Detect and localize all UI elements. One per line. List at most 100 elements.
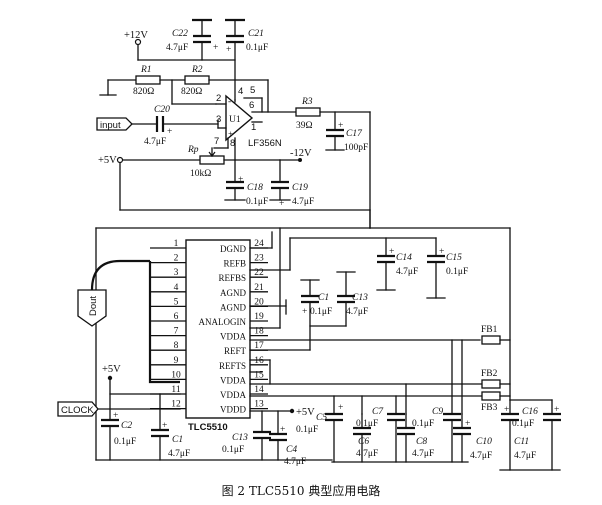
adc-right-pin-name: VDDD xyxy=(220,405,246,415)
adc-right-pin-name: ANALOGIN xyxy=(199,317,247,327)
adc-right-pin-number: 13 xyxy=(254,400,264,410)
c11-plus: + xyxy=(504,405,509,415)
rp-resistor xyxy=(199,155,225,165)
adc-right-pin-name: REFT xyxy=(224,346,247,356)
r1-name: R1 xyxy=(140,65,152,75)
plus12-terminal xyxy=(134,38,142,46)
c16-name: C16 xyxy=(522,407,538,417)
c7-name: C7 xyxy=(372,407,384,417)
adc-left-pin-number: 12 xyxy=(171,400,181,410)
analog-in-network: C1 0.1μF + C13 4.7μF xyxy=(249,227,368,351)
input-port[interactable] xyxy=(96,117,133,131)
c2-name: C2 xyxy=(121,421,132,431)
r1-value: 820Ω xyxy=(133,87,154,97)
r2-value: 820Ω xyxy=(181,87,202,97)
output-filter: R3 39Ω C17 100pF + xyxy=(95,97,371,461)
adc-body xyxy=(185,239,251,419)
c10-name: C10 xyxy=(476,437,492,447)
adc-right-pin-number: 24 xyxy=(254,239,264,249)
adc-right-pin-number: 18 xyxy=(254,327,264,337)
adc-right-pin-name: REFB xyxy=(223,259,246,269)
c5-name: C5 xyxy=(316,413,327,423)
c7-value: 0.1μF xyxy=(356,419,378,429)
adc-right-pin-name: REFTS xyxy=(219,361,246,371)
c10-value: 4.7μF xyxy=(470,451,492,461)
c1a-name: C1 xyxy=(318,293,329,303)
c5-value: 0.1μF xyxy=(296,425,318,435)
c1a-value: 0.1μF xyxy=(310,307,332,317)
input-label: input xyxy=(100,120,121,131)
c13b-value: 0.1μF xyxy=(222,445,244,455)
vddd-section: +5V C13 0.1μF C4 4.7μF + xyxy=(222,407,315,467)
c22-name: C22 xyxy=(172,29,188,39)
fb1-bead xyxy=(481,335,501,345)
adc-left-pin-number: 2 xyxy=(174,254,179,264)
adc-right-pin-number: 22 xyxy=(254,268,264,278)
ref-bottom-network: C14 4.7μF + C15 0.1μF + xyxy=(249,231,468,299)
u1-pin4: 8 xyxy=(230,138,235,149)
dout-bus-curve xyxy=(90,259,150,291)
c20-name: C20 xyxy=(154,105,170,115)
c2-value: 0.1μF xyxy=(114,437,136,447)
r3-resistor xyxy=(295,107,321,117)
adc-right-pin-name: VDDA xyxy=(220,332,246,342)
bottom-decoupling-caps: C5 0.1μF + C7 0.1μF C6 4.7μF C9 0.1μF C8… xyxy=(296,403,561,471)
adc-right-pin-number: 14 xyxy=(254,385,264,395)
left-supply: +5V C2 0.1μF + C1 4.7μF + xyxy=(95,364,333,461)
u1-pin5: 5 xyxy=(250,85,255,96)
u1-pin6: 6 xyxy=(249,100,254,111)
c17-value: 100pF xyxy=(344,143,368,153)
c18-plus: + xyxy=(238,175,243,185)
c4-plus: + xyxy=(280,425,285,435)
c20-value: 4.7μF xyxy=(144,137,166,147)
adc-part: TLC5510 xyxy=(188,422,228,433)
r1-resistor xyxy=(135,75,161,85)
fb1-label: FB1 xyxy=(481,325,498,335)
adc-right-pins: 24DGND23REFB22REFBS21AGND20AGND19ANALOGI… xyxy=(199,239,268,415)
dout-bus: Dout xyxy=(77,259,180,384)
adc-left-pin-number: 10 xyxy=(171,370,181,380)
fb3-bead xyxy=(481,391,501,401)
r2-resistor xyxy=(184,75,210,85)
adc-right-pin-name: DGND xyxy=(220,244,246,254)
c21-value: 0.1μF xyxy=(246,43,268,53)
c9-name: C9 xyxy=(432,407,443,417)
c15-value: 0.1μF xyxy=(446,267,468,277)
plus12-label: +12V xyxy=(124,30,148,41)
adc-left-pin-number: 7 xyxy=(174,327,179,337)
adc-right-pin-number: 23 xyxy=(254,254,264,264)
adc-left-pin-number: 4 xyxy=(174,283,179,293)
clock-port[interactable] xyxy=(57,401,99,417)
u1-pin7: 4 xyxy=(238,86,243,97)
u1-pin8: 7 xyxy=(214,136,219,147)
adc-left-pin-number: 8 xyxy=(174,341,179,351)
c21-plus: + xyxy=(226,45,231,55)
c6-value: 4.7μF xyxy=(356,449,378,459)
adc-right-pin-number: 20 xyxy=(254,297,264,307)
c11-name: C11 xyxy=(514,437,529,447)
dout-port[interactable] xyxy=(77,289,107,327)
adc-right-pin-name: VDDA xyxy=(220,375,246,385)
dout-bus-line xyxy=(148,261,180,384)
c22-value: 4.7μF xyxy=(166,43,188,53)
c13b-name: C13 xyxy=(232,433,248,443)
dout-label: Dout xyxy=(88,296,99,316)
fb3-label: FB3 xyxy=(481,403,498,413)
fb2-bead xyxy=(481,379,501,389)
figure-caption: 图 2 TLC5510 典型应用电路 xyxy=(221,484,381,498)
clock-port-group: CLOCK xyxy=(57,401,181,417)
c2-plus: + xyxy=(113,411,118,421)
c1a-plus: + xyxy=(302,307,307,317)
adc-right-pin-number: 16 xyxy=(254,356,264,366)
input-section: input C20 4.7μF + xyxy=(96,105,219,147)
c13a-value: 4.7μF xyxy=(346,307,368,317)
r3-name: R3 xyxy=(301,97,313,107)
c15-plus: + xyxy=(439,247,444,257)
adc-right-pin-name: REFBS xyxy=(218,273,246,283)
c15-name: C15 xyxy=(446,253,462,263)
plus5-top-terminal xyxy=(116,156,124,164)
u1-pin2: 2 xyxy=(216,93,221,104)
adc-left-pin-number: 9 xyxy=(174,356,179,366)
